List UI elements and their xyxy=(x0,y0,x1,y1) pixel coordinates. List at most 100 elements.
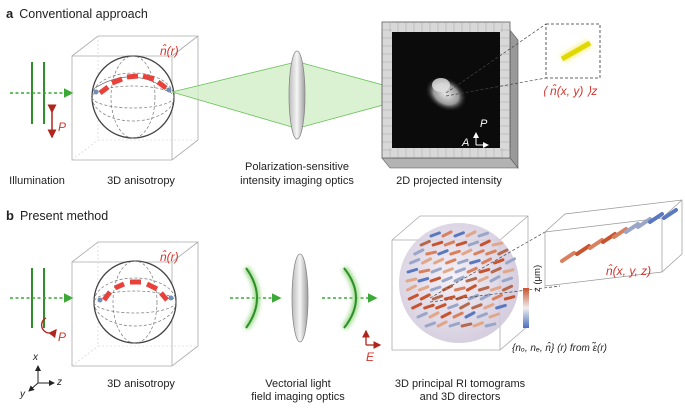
panel-b-title: Present method xyxy=(19,209,109,223)
colorbar xyxy=(523,288,529,328)
axis-z-label: z xyxy=(57,377,62,388)
tomogram-rod xyxy=(417,277,430,283)
tomogram-rod xyxy=(461,248,473,256)
illumination-label: Illumination xyxy=(9,175,65,187)
anisotropy-box-b xyxy=(71,241,199,367)
tomogram-rod xyxy=(437,249,449,256)
axis-y-label: y xyxy=(20,389,25,400)
zoom-rod xyxy=(624,222,640,234)
tomogram-rod xyxy=(411,302,423,310)
director-symbol-a: n̂(r) xyxy=(160,44,179,58)
tomogram-rod xyxy=(443,240,456,247)
zoom-rod xyxy=(575,244,591,256)
tomogram-rod xyxy=(489,285,502,292)
tomogram-rod xyxy=(453,231,465,238)
polarizer-symbol-a: P xyxy=(58,120,67,134)
tomogram-rod xyxy=(429,231,441,238)
tomogram-rod xyxy=(491,293,503,301)
coordinate-axes xyxy=(28,365,55,392)
tomogram-rod xyxy=(453,275,465,283)
tomogram-rod xyxy=(436,320,448,328)
tomogram-rod xyxy=(443,295,456,301)
tomogram-rod xyxy=(476,312,488,319)
tomogram-rod xyxy=(460,322,473,328)
tomogram-rod xyxy=(459,302,471,310)
tomogram-rod xyxy=(501,284,514,292)
tomogram-rod xyxy=(502,268,515,274)
tomogram-rod xyxy=(472,321,484,328)
camera-p-symbol: P xyxy=(480,118,488,130)
tomogram-rod xyxy=(491,241,504,247)
formula-label: {nₒ, nₑ, n̂} (r) from ε̃(r) xyxy=(512,343,608,354)
tomogram-rod xyxy=(448,321,461,328)
vectorial-optics-b xyxy=(230,253,382,349)
tomogram-rod xyxy=(428,311,440,319)
tomogram-rod xyxy=(425,250,438,256)
tomogram-rod xyxy=(430,267,442,274)
tomogram-rod xyxy=(477,275,489,283)
panel-a-header: a Conventional approach xyxy=(6,6,148,21)
tomogram-rod xyxy=(477,231,490,238)
lens-a xyxy=(288,50,306,140)
tomogram-rod xyxy=(479,293,491,301)
tomogram-rod xyxy=(441,230,453,238)
tomogram-rod xyxy=(505,257,517,265)
colorbar-label: z (μm) xyxy=(532,264,543,292)
zoom-rod xyxy=(588,238,604,250)
polarizer-symbol-b: P xyxy=(58,330,67,344)
tomogram-rod xyxy=(441,275,453,283)
tomogram-rod xyxy=(493,258,505,265)
tomogram-rod xyxy=(440,311,452,319)
optics-label-a-line2: intensity imaging optics xyxy=(240,175,354,187)
tomogram-rod xyxy=(488,312,501,319)
illumination-a xyxy=(10,62,74,139)
tomogram-rod xyxy=(473,249,485,256)
tomogram-rod xyxy=(416,311,428,319)
tomogram-rod xyxy=(479,239,491,247)
axis-x-label: x xyxy=(33,352,38,363)
tomogram-rod xyxy=(457,258,469,265)
tomogram-rod xyxy=(424,321,437,328)
panel-a-title: Conventional approach xyxy=(19,7,148,21)
tomogram-rod xyxy=(429,285,442,292)
tomogram-rod xyxy=(453,286,466,292)
tomogram-rod xyxy=(467,293,479,301)
tomogram-rod xyxy=(478,268,491,274)
director-symbol-b: n̂(r) xyxy=(160,250,179,264)
optics-label-b-line1: Vectorial light xyxy=(265,378,331,390)
tomogram-rod xyxy=(435,303,447,310)
tomogram-director-rods xyxy=(405,230,517,328)
panel-b-letter: b xyxy=(6,208,14,223)
analyzer-symbol: A xyxy=(462,137,470,149)
anisotropy-label-b: 3D anisotropy xyxy=(107,378,175,390)
tomogram-rod xyxy=(465,230,477,238)
tomogram-rod xyxy=(467,240,480,247)
tomogram-rod xyxy=(471,303,483,310)
zoom-callout-b xyxy=(544,199,683,287)
tomogram-rod xyxy=(431,294,444,301)
tomogram-rod xyxy=(503,295,516,301)
tomogram-rod xyxy=(466,266,478,274)
tomogram-rod xyxy=(454,267,466,274)
zoom-rod xyxy=(648,212,664,224)
director-xyz-symbol: n̂(x, y, z) xyxy=(606,264,652,278)
tomogram-box-b xyxy=(391,215,561,351)
zoom-rod xyxy=(636,217,652,229)
tomogram-rod xyxy=(413,248,425,256)
tomogram-rod xyxy=(405,277,418,283)
tomogram-rod xyxy=(455,294,468,301)
tomogram-rod xyxy=(497,248,509,256)
tomogram-rod xyxy=(419,239,431,247)
tomogram-rod xyxy=(455,240,468,247)
panel-a-letter: a xyxy=(6,6,14,21)
tomogram-rod xyxy=(433,257,445,265)
tomogram-rod xyxy=(477,285,490,292)
anisotropy-label-a: 3D anisotropy xyxy=(107,175,175,187)
tomogram-rod xyxy=(407,293,419,301)
tomogram-rod xyxy=(445,258,457,265)
tomogram-rod xyxy=(490,266,502,274)
tomogram-rod xyxy=(417,285,430,292)
tomogram-rod xyxy=(406,267,419,274)
zoom-rod xyxy=(560,251,576,263)
